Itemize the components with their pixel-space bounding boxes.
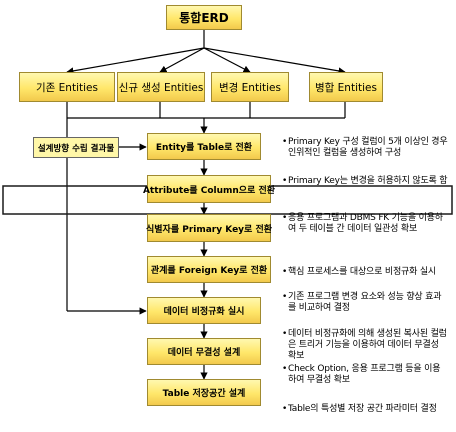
entity-label: 병합 Entities [315,81,377,94]
note-storage-params: • Table의 특성별 저장 공간 파라미터 결정 [282,404,448,415]
bullet-mark: • [282,329,288,339]
note-text: Primary Key는 변경을 허용하지 않도록 함 [288,176,448,186]
step-integrity-design: 데이터 무결성 설계 [147,338,261,365]
side-label-text: 설계방향 수립 결과물 [37,143,115,154]
connector-root-merge [203,47,346,75]
bullet-mark: • [282,292,288,302]
step-label: Attribute를 Column으로 전환 [142,185,276,196]
step-relation-to-fk: 관계를 Foreign Key로 전환 [147,256,271,283]
note-text: Table의 특성별 저장 공간 파라미터 결정 [288,404,437,414]
note-fk-consistency: • 응용 프로그램과 DBMS FK 기능을 이용하여 두 테이블 간 데이터 … [282,213,448,235]
step-storage-design: Table 저장공간 설계 [147,379,261,406]
entity-box-existing: 기존 Entities [19,72,115,102]
step-label: 관계를 Foreign Key로 전환 [150,266,268,276]
note-pk-composite: • Primary Key 구성 컬럼이 5개 이상인 경우 인위적인 컬럼을 … [282,137,448,159]
step-label: 데이터 무결성 설계 [167,348,241,358]
note-text: 데이터 비정규화에 의해 생성된 복사된 컬럼은 트리거 기능을 이용하여 데이… [288,329,447,361]
step-label: 식별자를 Primary Key로 전환 [145,224,273,235]
entity-box-new: 신규 생성 Entities [117,72,205,102]
step-attribute-to-column: Attribute를 Column으로 전환 [143,175,275,203]
step-denormalization: 데이터 비정규화 실시 [147,297,261,324]
bullet-mark: • [282,176,288,186]
entity-label: 신규 생성 Entities [118,81,204,94]
note-text: 응용 프로그램과 DBMS FK 기능을 이용하여 두 테이블 간 데이터 일관… [288,213,443,234]
step-label: 데이터 비정규화 실시 [163,307,245,317]
entity-label: 기존 Entities [36,81,98,94]
connector-root-left [66,47,205,75]
bullet-mark: • [282,404,288,414]
entity-label: 변경 Entities [219,81,281,94]
root-erd-label: 통합ERD [179,11,229,25]
entity-box-merged: 병합 Entities [309,72,383,102]
step-identifier-to-pk: 식별자를 Primary Key로 전환 [145,214,273,242]
design-direction-result-label: 설계방향 수립 결과물 [33,137,119,158]
entity-box-changed: 변경 Entities [211,72,289,102]
note-text: Primary Key 구성 컬럼이 5개 이상인 경우 인위적인 컬럼을 생성… [288,137,448,158]
step-label: Table 저장공간 설계 [162,389,246,399]
step-label: Entity를 Table로 전환 [155,143,253,153]
connector-root-new [159,47,205,73]
note-text: 기존 프로그램 변경 요소와 성능 향상 효과를 비교하여 결정 [288,292,442,313]
note-text: 핵심 프로세스를 대상으로 비정규화 실시 [288,267,437,277]
root-erd-box: 통합ERD [166,5,242,30]
bullet-mark: • [282,267,288,277]
note-check-option: • Check Option, 응용 프로그램 등을 이용하여 무결성 확보 [282,364,448,386]
note-compare-performance: • 기존 프로그램 변경 요소와 성능 향상 효과를 비교하여 결정 [282,292,448,314]
note-trigger-integrity: • 데이터 비정규화에 의해 생성된 복사된 컬럼은 트리거 기능을 이용하여 … [282,329,448,362]
bullet-mark: • [282,137,288,147]
step-entity-to-table: Entity를 Table로 전환 [147,133,261,160]
note-text: Check Option, 응용 프로그램 등을 이용하여 무결성 확보 [288,364,441,385]
bullet-mark: • [282,213,288,223]
note-core-process: • 핵심 프로세스를 대상으로 비정규화 실시 [282,267,448,278]
note-pk-no-change: • Primary Key는 변경을 허용하지 않도록 함 [282,176,448,187]
connector-root-change [203,47,251,73]
bullet-mark: • [282,364,288,374]
